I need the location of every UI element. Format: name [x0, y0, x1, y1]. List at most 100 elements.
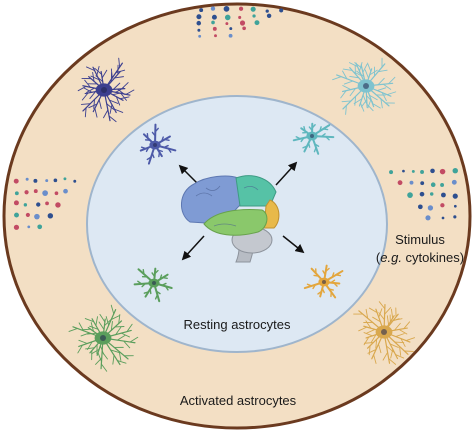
astrocyte-branch: [91, 348, 100, 355]
cytokine-dot: [453, 204, 457, 208]
cytokine-dot: [53, 178, 58, 183]
astrocyte-branch: [363, 332, 373, 337]
astrocyte-branch: [378, 312, 385, 321]
cytokine-dot: [225, 22, 229, 26]
astrocyte-branch: [103, 109, 109, 119]
astrocyte-branch: [369, 69, 378, 76]
cytokine-dot: [55, 202, 61, 208]
astrocyte-branch: [142, 269, 145, 275]
astrocyte-branch: [84, 79, 91, 88]
arrow-icon: [178, 164, 200, 186]
astrocyte-branch: [89, 325, 99, 330]
astrocyte-branch: [83, 87, 93, 93]
arrow-icon: [181, 235, 205, 261]
cytokine-dot: [197, 28, 201, 32]
cytokine-dot: [397, 180, 403, 186]
astrocyte-branch: [112, 354, 115, 365]
astrocyte-branch: [302, 145, 308, 149]
cytokine-dot: [439, 168, 446, 175]
astrocyte-branch: [322, 128, 329, 131]
astrocyte-branch: [378, 343, 382, 354]
astrocyte-branch: [366, 328, 376, 334]
astrocyte-branch: [314, 143, 320, 147]
astrocyte-branch: [381, 92, 387, 102]
astrocyte-branch: [394, 322, 401, 331]
cytokine-dot: [36, 202, 41, 207]
cytokine-dot: [214, 34, 217, 38]
cytokine-dot: [238, 15, 242, 19]
cytokine-dot: [14, 212, 19, 218]
astrocyte-nucleus: [322, 280, 326, 284]
brain-folds: [195, 185, 259, 227]
astrocyte-branch: [117, 88, 126, 95]
astrocyte-branch: [94, 67, 103, 75]
astrocyte-branch: [118, 57, 121, 68]
astrocyte-icon: [353, 301, 415, 365]
astrocyte-branch: [84, 107, 87, 118]
cytokine-dot: [210, 6, 216, 11]
astrocyte-branch: [95, 316, 98, 326]
astrocyte-branch: [313, 146, 317, 153]
astrocyte-branch: [366, 95, 374, 103]
astrocyte-nucleus: [100, 335, 106, 341]
astrocyte-branch: [80, 332, 90, 337]
astrocyte-branch: [81, 328, 91, 331]
astrocyte-branch: [300, 137, 305, 143]
astrocyte-nucleus: [101, 87, 107, 93]
cytokine-dot: [430, 182, 436, 188]
cytokine-dot: [54, 191, 59, 196]
cytokine-dot: [198, 34, 202, 38]
astrocyte-branch: [349, 88, 356, 97]
astrocyte-nucleus: [381, 329, 387, 335]
astrocyte-branch: [378, 308, 383, 318]
astrocyte-branch: [367, 98, 372, 109]
astrocyte-branch: [106, 103, 115, 110]
astrocyte-branch: [403, 321, 411, 330]
cytokine-dot: [252, 14, 256, 18]
astrocyte-branch: [303, 125, 306, 132]
cytokine-dot: [14, 191, 19, 196]
astrocyte-branch: [395, 333, 405, 337]
astrocyte-branch: [348, 62, 358, 68]
cytokine-dot: [23, 203, 28, 207]
astrocyte-branch: [157, 149, 163, 153]
arrow-icon: [282, 235, 305, 254]
astrocyte-branch: [332, 76, 342, 81]
cytokine-dot: [37, 224, 43, 230]
astrocyte-icon: [332, 57, 397, 115]
astrocyte-branch: [319, 126, 322, 132]
cytokine-dot: [45, 201, 49, 206]
arrow-icon: [275, 161, 298, 186]
astrocyte-branch: [312, 284, 317, 290]
astrocyte-branch: [129, 336, 139, 343]
astrocyte-branch: [352, 71, 362, 77]
astrocyte-branch: [313, 274, 320, 277]
astrocyte-branch: [382, 83, 392, 90]
astrocyte-branch: [105, 316, 110, 326]
cytokine-dot: [419, 191, 425, 197]
astrocyte-branch: [120, 332, 130, 338]
astrocyte-branch: [95, 75, 104, 83]
astrocyte-branch: [377, 77, 385, 86]
cytokine-dot: [42, 190, 48, 196]
astrocyte-branch: [141, 282, 146, 288]
astrocyte-branch: [335, 274, 342, 277]
astrocyte-branch: [358, 326, 368, 332]
astrocyte-branch: [386, 315, 390, 326]
cytokine-dot: [409, 180, 414, 185]
cytokine-dot: [223, 5, 230, 12]
astrocyte-icon: [292, 122, 335, 155]
astrocyte-branch: [343, 80, 354, 85]
astrocyte-branch: [362, 94, 367, 104]
cytokine-dot: [266, 13, 272, 19]
astrocyte-branch: [333, 282, 338, 287]
cytokine-clusters: [13, 5, 458, 230]
cytokine-dot: [452, 167, 458, 174]
astrocyte-branch: [80, 103, 91, 105]
cytokine-dot: [27, 225, 31, 229]
astrocyte-branch: [308, 126, 313, 132]
astrocyte-icon: [139, 123, 177, 165]
astrocyte-branch: [382, 351, 389, 361]
cytokine-dot: [440, 203, 445, 208]
astrocyte-branch: [98, 321, 105, 330]
